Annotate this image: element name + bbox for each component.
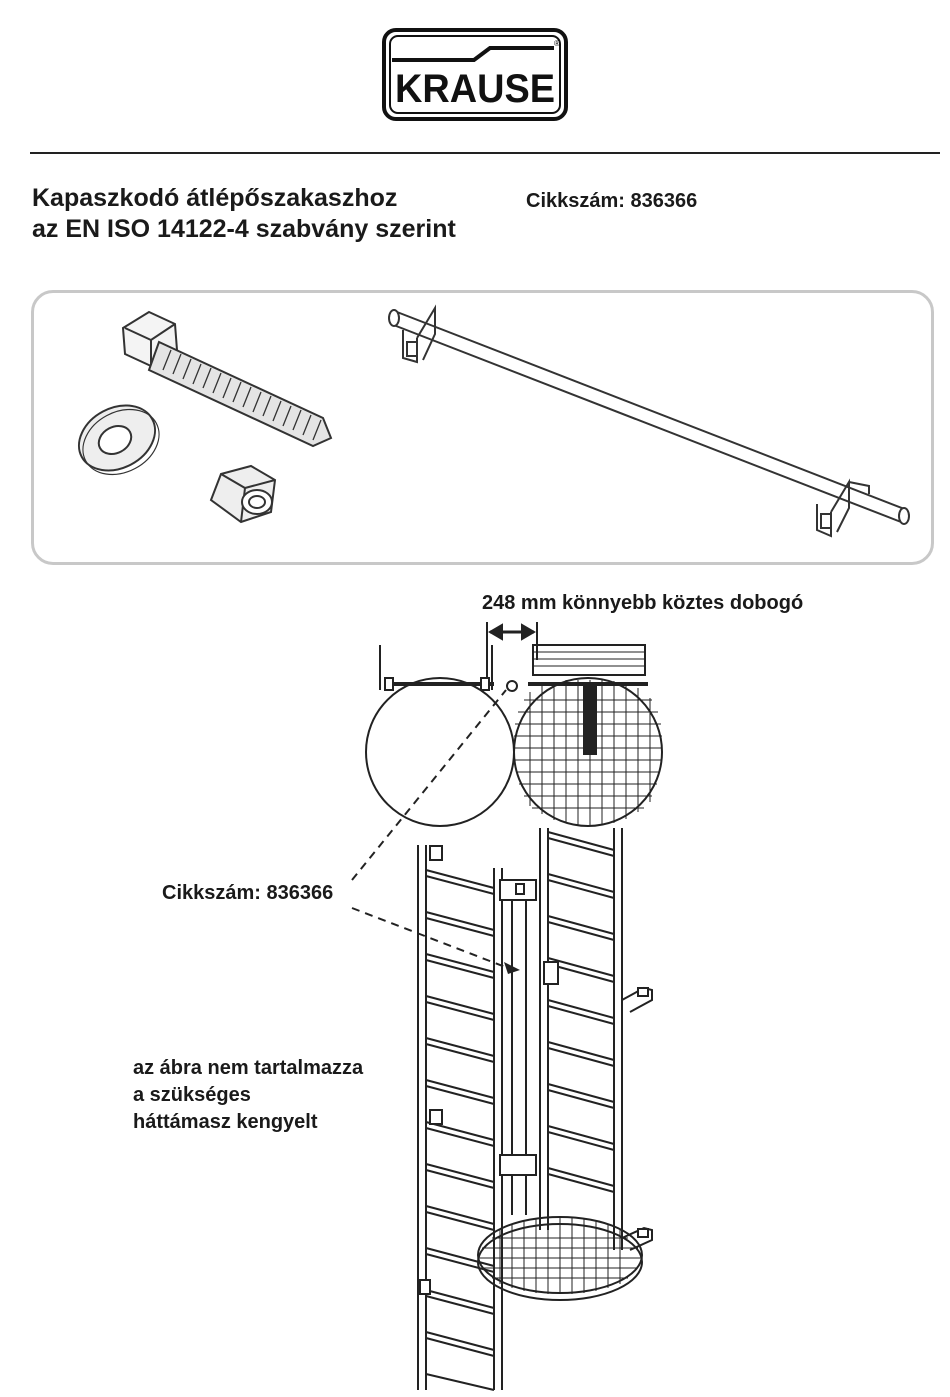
- note-line-3: háttámasz kengyelt: [133, 1109, 363, 1136]
- right-ladder: [540, 828, 652, 1250]
- logo-text: KRAUSE: [395, 67, 555, 111]
- diagram-article-label: Cikkszám: 836366: [162, 882, 333, 905]
- left-platform: [366, 645, 517, 826]
- nut-icon: [211, 466, 275, 522]
- title-line-2: az EN ISO 14122-4 szabvány szerint: [32, 214, 456, 245]
- krause-logo: ® KRAUSE: [382, 28, 568, 121]
- dimension-arrow: [487, 622, 537, 680]
- parts-illustration: [31, 290, 934, 565]
- handrail-icon: [389, 308, 909, 536]
- diagram-handrail: [500, 880, 536, 1215]
- document-title: Kapaszkodó átlépőszakaszhoz az EN ISO 14…: [32, 183, 456, 245]
- header-divider: [30, 152, 940, 154]
- title-line-1: Kapaszkodó átlépőszakaszhoz: [32, 183, 456, 214]
- right-platform: [514, 645, 662, 826]
- svg-text:®: ®: [554, 39, 560, 48]
- washer-icon: [68, 393, 171, 488]
- article-number: Cikkszám: 836366: [526, 190, 697, 213]
- note-line-2: a szükséges: [133, 1082, 363, 1109]
- diagram-note: az ábra nem tartalmazza a szükséges hátt…: [133, 1055, 363, 1136]
- left-ladder: [418, 845, 502, 1390]
- leader-lines: [352, 690, 508, 968]
- note-line-1: az ábra nem tartalmazza: [133, 1055, 363, 1082]
- ladder-diagram: [0, 570, 950, 1397]
- dimension-label: 248 mm könnyebb köztes dobogó: [482, 592, 803, 615]
